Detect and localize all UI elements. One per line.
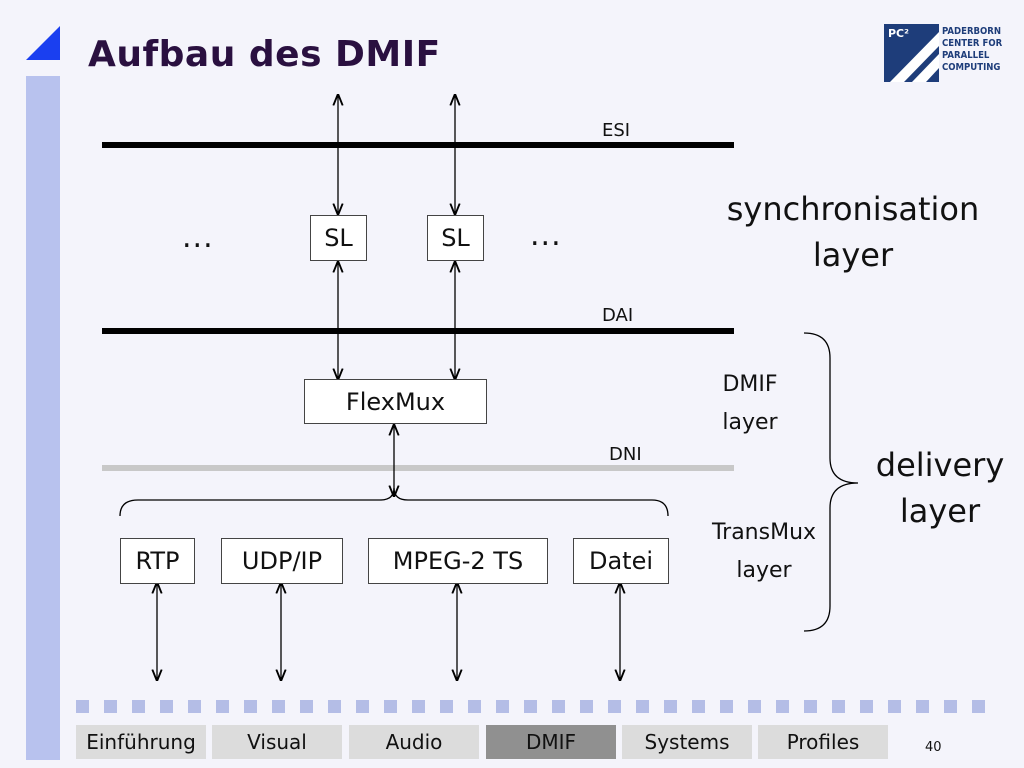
synchronisation-layer-label: synchronisation layer (712, 186, 994, 278)
transmux-layer-line1: TransMux (711, 520, 817, 545)
decorative-square (944, 700, 957, 713)
decorative-square (916, 700, 929, 713)
transmux-layer-line2: layer (736, 558, 792, 583)
logo-line: CENTER FOR (942, 38, 1003, 49)
rtp-box: RTP (120, 538, 195, 584)
tab-einfuehrung[interactable]: Einführung (76, 725, 206, 759)
decorative-square (748, 700, 761, 713)
transmux-layer-label: TransMux layer (698, 514, 830, 590)
logo-caption: PADERBORN CENTER FOR PARALLEL COMPUTING (942, 26, 1012, 74)
delivery-layer-label: delivery layer (866, 442, 1014, 534)
decorative-square (384, 700, 397, 713)
decorative-square (356, 700, 369, 713)
tab-visual[interactable]: Visual (212, 725, 342, 759)
datei-box: Datei (573, 538, 669, 584)
decorative-square (468, 700, 481, 713)
page-number: 40 (925, 740, 942, 755)
decorative-square (216, 700, 229, 713)
flexmux-box: FlexMux (304, 379, 487, 424)
left-sidebar-bar (26, 76, 60, 760)
mpeg2-ts-box: MPEG-2 TS (368, 538, 548, 584)
dmif-layer-line2: layer (722, 410, 778, 435)
delivery-layer-line1: delivery (875, 446, 1005, 484)
logo-badge-text: PC² (888, 27, 909, 40)
decorative-square (608, 700, 621, 713)
pc2-logo: PC² (884, 24, 939, 82)
sl-box: SL (310, 215, 367, 261)
delivery-layer-line2: layer (899, 492, 981, 530)
dni-label: DNI (609, 444, 642, 465)
sync-layer-line1: synchronisation (726, 190, 980, 228)
decorative-square (328, 700, 341, 713)
logo-line: COMPUTING (942, 62, 1001, 73)
decorative-square (860, 700, 873, 713)
decorative-square (804, 700, 817, 713)
delivery-brace (803, 332, 859, 632)
decorative-square (720, 700, 733, 713)
sl-box: SL (427, 215, 484, 261)
page-title: Aufbau des DMIF (88, 34, 441, 75)
decorative-square (552, 700, 565, 713)
dmif-layer-line1: DMIF (722, 372, 778, 397)
transport-brace (119, 487, 669, 517)
dai-label: DAI (602, 305, 634, 326)
tab-dmif[interactable]: DMIF (486, 725, 616, 759)
logo-line: PARALLEL (942, 50, 990, 61)
decorative-square (832, 700, 845, 713)
tab-profiles[interactable]: Profiles (758, 725, 888, 759)
decorative-square (664, 700, 677, 713)
decorative-square (524, 700, 537, 713)
decorative-square (776, 700, 789, 713)
decorative-square (888, 700, 901, 713)
tab-systems[interactable]: Systems (622, 725, 752, 759)
decorative-square (636, 700, 649, 713)
udp-ip-box: UDP/IP (221, 538, 343, 584)
decorative-square (272, 700, 285, 713)
decorative-square (300, 700, 313, 713)
decorative-square (580, 700, 593, 713)
decorative-square (692, 700, 705, 713)
tab-audio[interactable]: Audio (349, 725, 479, 759)
decorative-square (972, 700, 985, 713)
decorative-square (188, 700, 201, 713)
sync-layer-line2: layer (812, 236, 894, 274)
decorative-square (412, 700, 425, 713)
decorative-squares (76, 700, 985, 713)
ellipsis-right: ... (530, 218, 562, 253)
decorative-square (104, 700, 117, 713)
ellipsis-left: ... (182, 220, 214, 255)
decorative-square (440, 700, 453, 713)
logo-line: PADERBORN (942, 26, 1002, 37)
decorative-square (244, 700, 257, 713)
decorative-square (76, 700, 89, 713)
corner-triangle-icon (26, 26, 60, 60)
dmif-layer-label: DMIF layer (700, 366, 800, 442)
esi-label: ESI (602, 120, 631, 141)
decorative-square (160, 700, 173, 713)
decorative-square (496, 700, 509, 713)
decorative-square (132, 700, 145, 713)
